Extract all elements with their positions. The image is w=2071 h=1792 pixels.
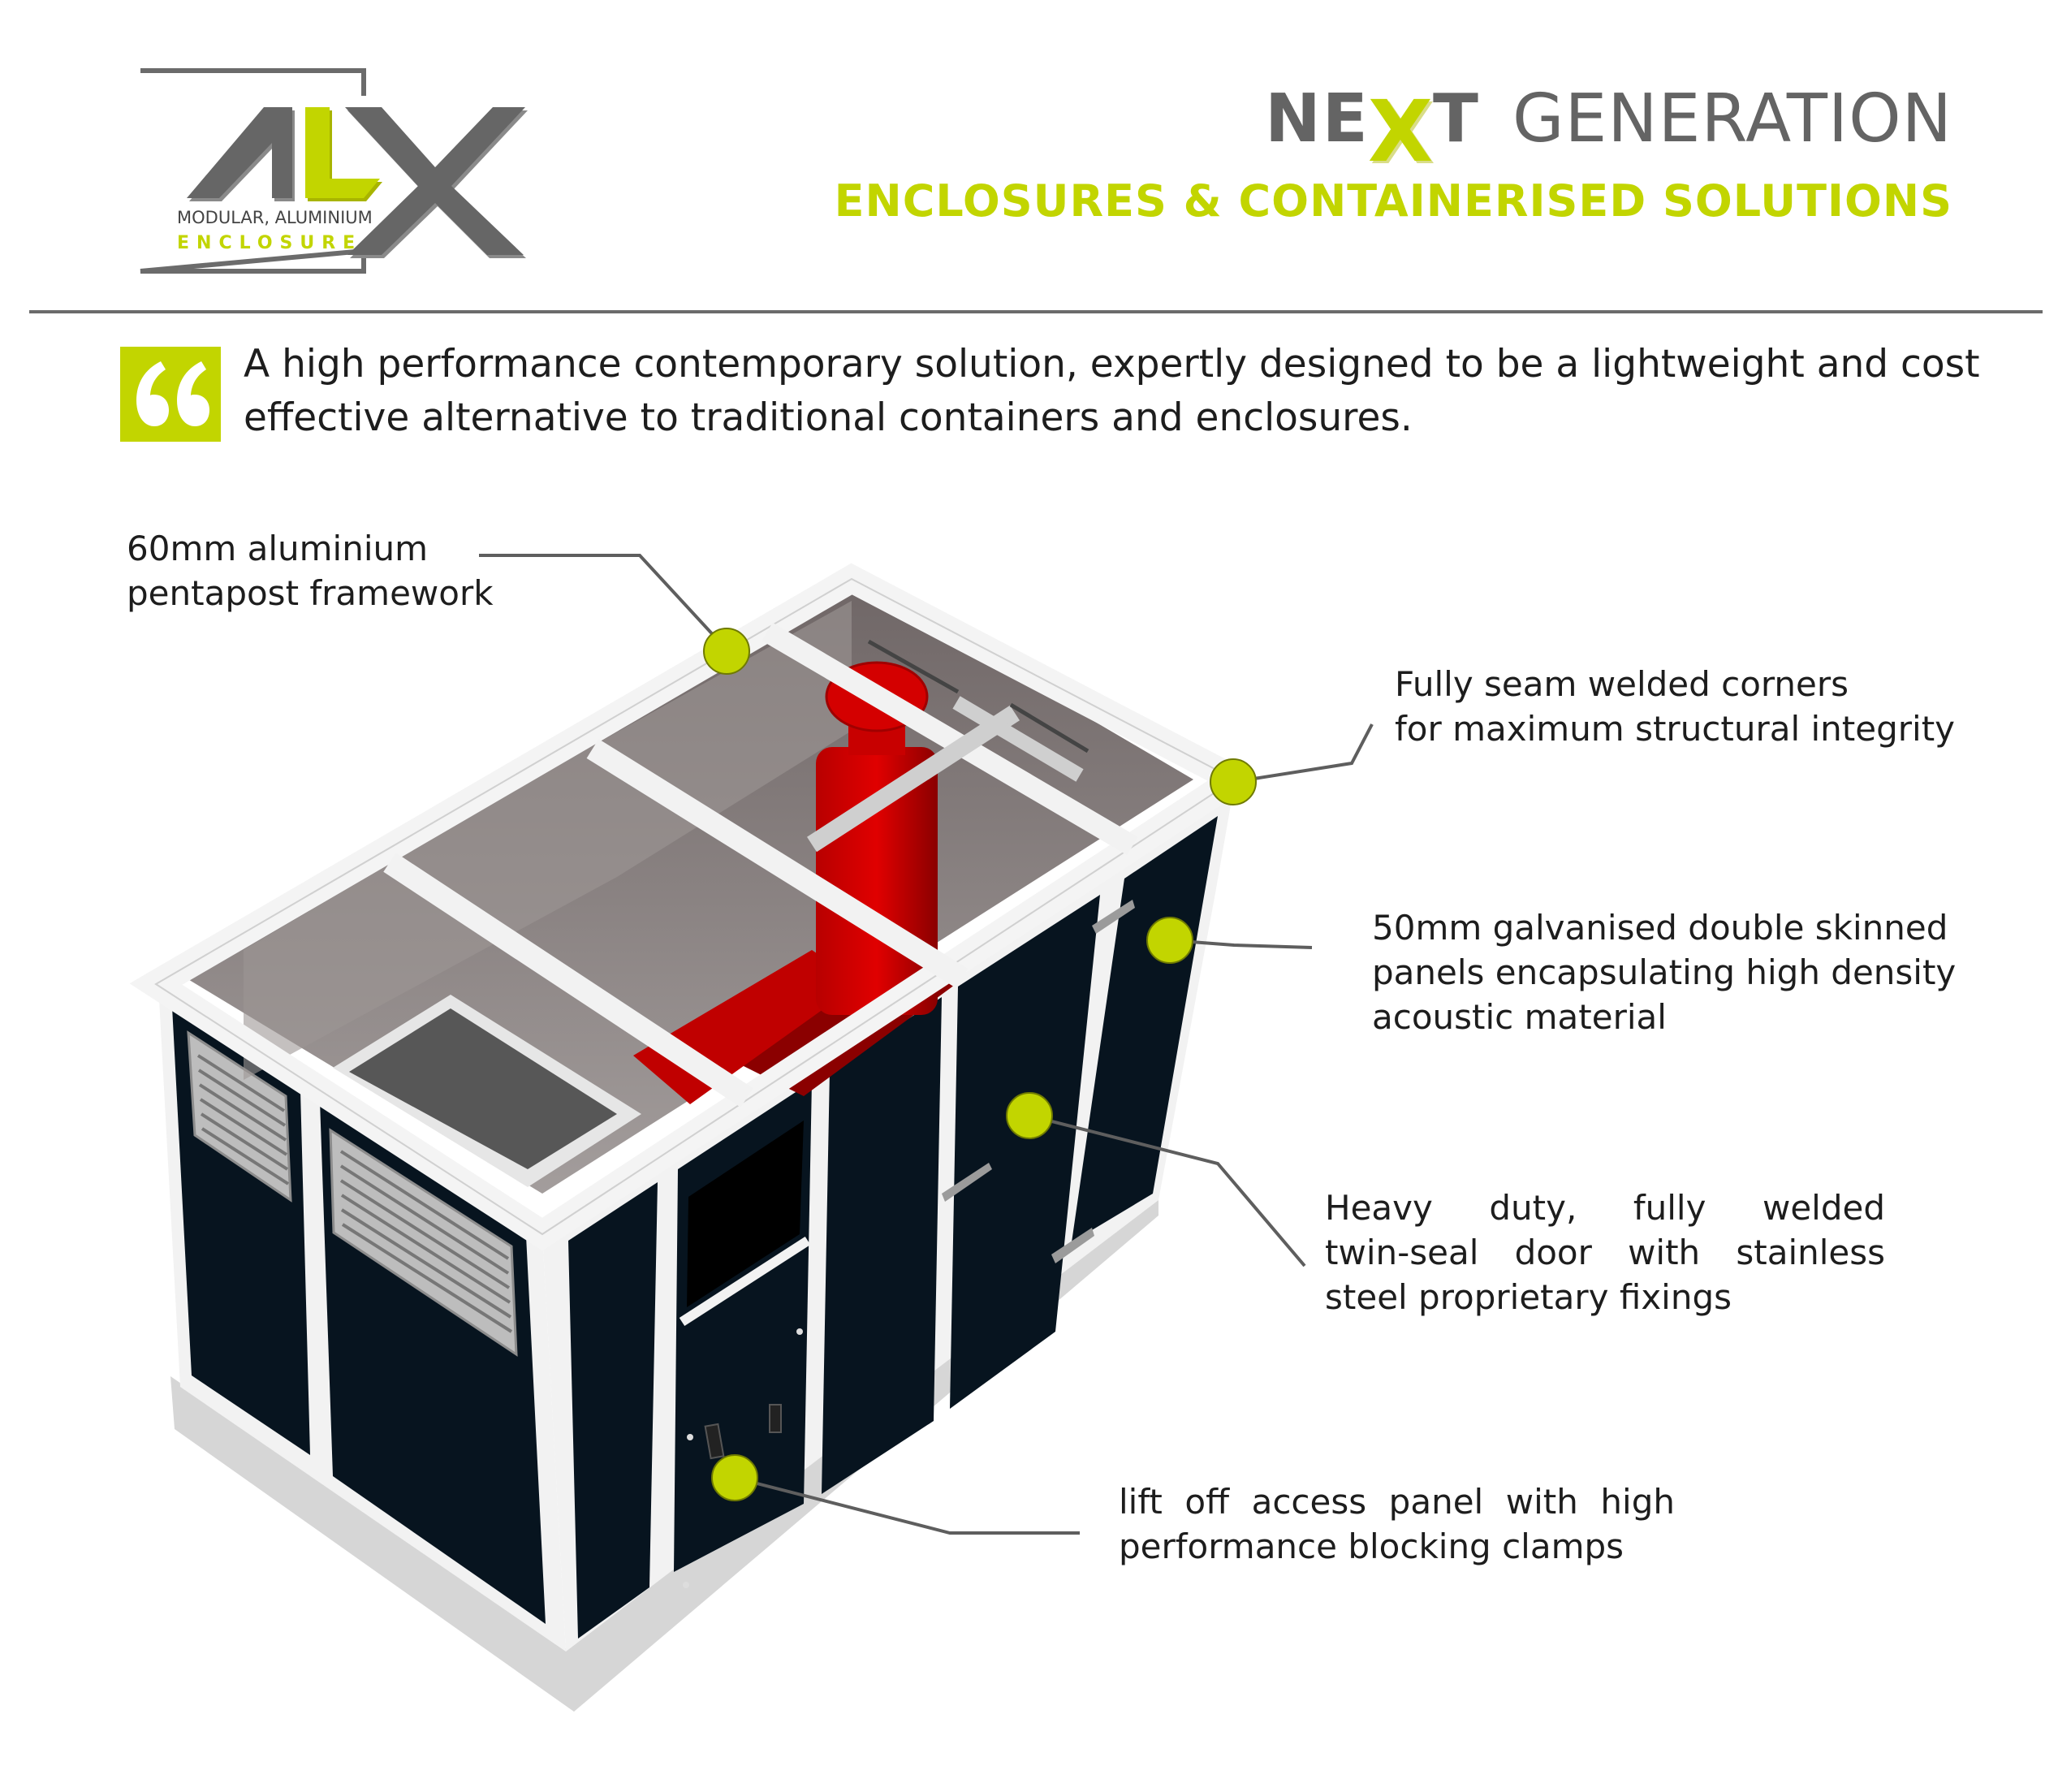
logo-tagline-1: MODULAR, ALUMINIUM [177,208,373,227]
callout-line: Fully seam welded corners [1395,664,1849,704]
base-plinth [170,1200,1158,1712]
access-panel [674,1082,812,1572]
callout-panels: 50mm galvanised double skinned panels en… [1372,905,1956,1039]
header-divider [29,310,2043,313]
intro-text: A high performance contemporary solution… [244,342,1980,440]
callout-access: lift off access panel with high performa… [1119,1479,1675,1569]
callout-line: lift off access panel with high [1119,1482,1675,1522]
callout-line: twin-seal door with stainless [1325,1233,1885,1272]
callout-line: steel proprietary fixings [1325,1277,1732,1317]
callout-line: Heavy duty, fully welded [1325,1188,1885,1228]
headline-next: NE X T [1265,80,1480,174]
leader-lines [479,554,1374,1535]
marker-door [1006,1092,1053,1139]
callout-line: performance blocking clamps [1119,1526,1624,1566]
leader-line-framework [479,554,728,651]
headline-next-x: X [1367,81,1435,181]
callout-line: pentapost framework [127,573,494,613]
marker-corners [1210,758,1257,805]
logo-tagline-2: ENCLOSURE [177,233,362,253]
callout-line: acoustic material [1372,997,1667,1037]
marker-panels [1146,917,1193,964]
marker-framework [703,628,750,675]
headline-generation: GENERATION [1512,80,1952,158]
headline-next-prefix: NE [1265,80,1370,158]
callout-door: Heavy duty, fully welded twin-seal door … [1325,1185,1885,1319]
callout-corners: Fully seam welded corners for maximum st… [1395,662,1955,751]
headline-next-suffix: T [1433,80,1480,158]
callout-line: panels encapsulating high density [1372,952,1957,992]
marker-access [711,1454,758,1501]
subheadline: ENCLOSURES & CONTAINERISED SOLUTIONS [834,175,1952,227]
door-panel [950,895,1100,1409]
exhaust-silencer [816,747,938,1015]
alx-logo: MODULAR, ALUMINIUM ENCLOSURE [138,68,609,278]
callout-framework: 60mm aluminium pentapost framework [127,526,494,615]
vent-grille-right [329,1128,518,1357]
quote-mark-icon [120,347,221,442]
alx-logo-graphic: MODULAR, ALUMINIUM ENCLOSURE [140,68,528,274]
headline: NE X T GENERATION [1265,80,1952,174]
leader-line-panels [1169,939,1313,949]
leader-line-corners [1232,723,1374,784]
leader-line-door [1029,1114,1306,1267]
leader-line-access [734,1476,1080,1535]
vent-grille-left [187,1030,292,1203]
callout-line: 50mm galvanised double skinned [1372,908,1948,948]
callout-line: 60mm aluminium [127,529,429,568]
callout-line: for maximum structural integrity [1395,709,1956,749]
